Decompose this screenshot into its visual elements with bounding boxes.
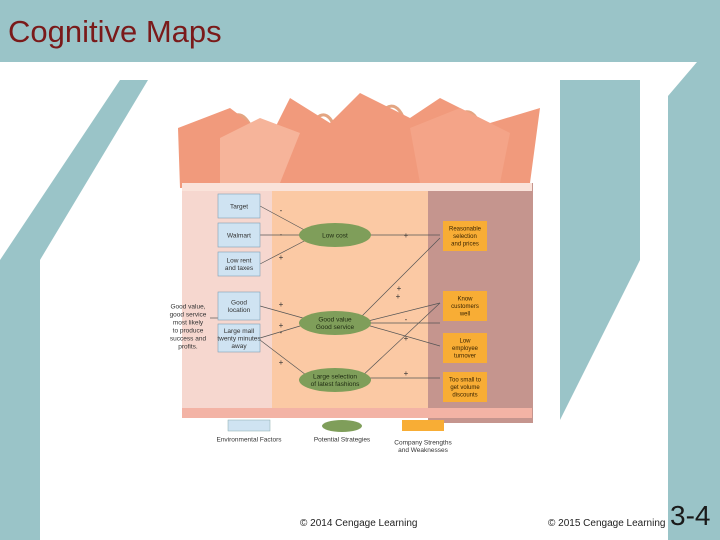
connection-sign: -: [280, 328, 283, 337]
copyright-left: © 2014 Cengage Learning: [300, 518, 418, 529]
strategy-ellipse-low-cost: [299, 223, 371, 247]
strategy-ellipse-good-value: [299, 311, 371, 335]
slide-title: Cognitive Maps: [8, 14, 222, 49]
strategy-label-low-cost: Low cost: [322, 232, 348, 239]
env-factor-box-large-mall: [217, 323, 261, 353]
strength-box-reasonable: [443, 221, 487, 251]
legend-environmental-swatch: [227, 419, 271, 432]
strategy-ellipse-large-selection: [299, 368, 371, 392]
env-factor-box-target: [217, 193, 261, 219]
copyright-right: © 2015 Cengage Learning: [548, 518, 666, 529]
white-diagonal: [668, 28, 720, 540]
strength-box-know-customers: [443, 291, 487, 321]
legend-strengths-swatch: [402, 420, 444, 431]
env-factor-label-target: Target: [230, 203, 248, 210]
connection-sign: +: [279, 300, 284, 309]
right-accent: [560, 80, 640, 420]
connection-sign: +: [279, 253, 284, 262]
connection-sign: +: [397, 284, 402, 293]
connection-sign: +: [279, 321, 284, 330]
legend-strategies-label: Potential Strategies: [314, 436, 371, 443]
connection-sign: +: [404, 369, 409, 378]
connection-sign: +: [404, 231, 409, 240]
env-factor-box-good-location: [217, 291, 261, 321]
env-factor-label-walmart: Walmart: [227, 232, 251, 239]
connection-sign: -: [405, 315, 408, 324]
slide-number: 3-4: [670, 500, 711, 531]
legend-environmental-label: Environmental Factors: [216, 436, 282, 443]
connection-sign: -: [280, 206, 283, 215]
connection-sign: +: [396, 292, 401, 301]
connection-sign: +: [279, 358, 284, 367]
left-accent: [0, 80, 148, 540]
strength-box-too-small: [443, 372, 487, 402]
connection-sign: -: [280, 230, 283, 239]
connection-sign: +: [404, 334, 409, 343]
strength-box-low-turnover: [443, 333, 487, 363]
legend-strategies-swatch: [322, 420, 362, 432]
connector-lines: [210, 205, 441, 379]
tissue-paper: [178, 93, 540, 188]
env-factor-box-low-rent: [217, 251, 261, 277]
env-factor-box-walmart: [217, 222, 261, 248]
